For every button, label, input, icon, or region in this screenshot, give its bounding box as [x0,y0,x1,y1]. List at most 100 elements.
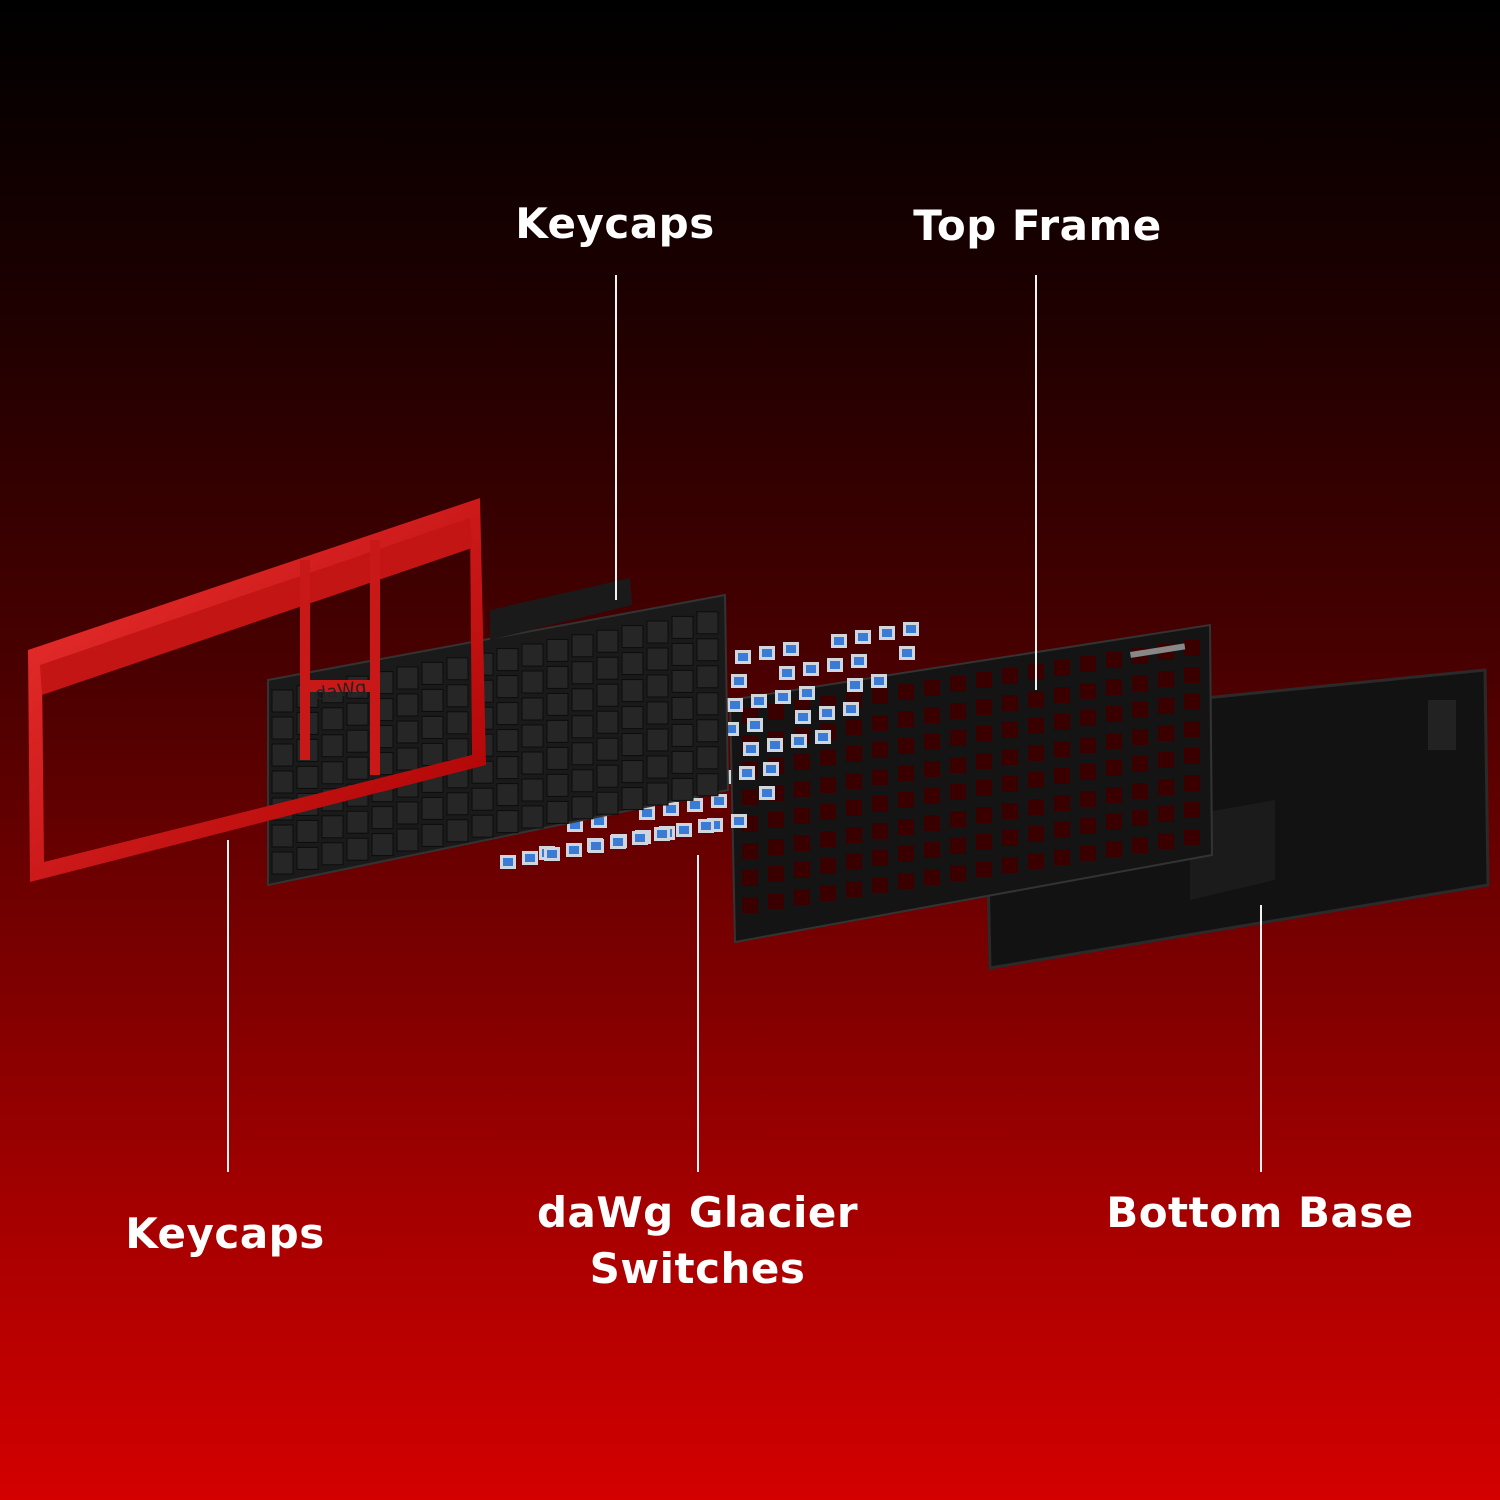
keycap [546,746,569,770]
keycap [446,657,469,681]
keycap [646,620,669,644]
keycap [596,683,619,707]
keycap [396,828,419,852]
label-top-frame: Top Frame [913,201,1162,250]
keycap [271,770,294,794]
switch-stem [778,693,788,701]
keycap [671,642,694,666]
keycap [696,773,719,797]
red-frame-part: daWg [28,498,486,882]
plate-hole [768,839,784,855]
switch-stem [701,822,711,830]
plate-hole [1080,791,1096,807]
plate-hole [1106,841,1122,857]
plate-hole [1002,857,1018,873]
plate-hole [1184,667,1200,683]
keycap [646,647,669,671]
plate-hole [872,877,888,893]
keycap [496,702,519,726]
keycap [396,747,419,771]
keycap [296,819,319,843]
leader-line-bottom-base [1260,905,1262,1172]
keycap [471,814,494,838]
plate-hole [820,885,836,901]
keycap [371,833,394,857]
switch-stem [806,665,816,673]
keycap [521,751,544,775]
keycap [321,707,344,731]
plate-hole [1106,814,1122,830]
plate-hole [1028,691,1044,707]
plate-hole [1054,768,1070,784]
keycap [271,743,294,767]
switch-stem [818,733,828,741]
plate-hole [976,753,992,769]
plate-hole [1158,779,1174,795]
label-keycaps-bottom: Keycaps [125,1209,325,1258]
keycap [446,792,469,816]
keycap [446,684,469,708]
keycap [571,688,594,712]
plate-hole [898,711,914,727]
keycap [621,625,644,649]
keycap [521,670,544,694]
label-keycaps-top: Keycaps [515,199,715,248]
plate-hole [794,781,810,797]
switch-stem [635,834,645,842]
plate-hole [820,831,836,847]
plate-hole [1080,818,1096,834]
keycap [571,634,594,658]
keycap [271,716,294,740]
label-bottom-base: Bottom Base [1106,1188,1414,1237]
keycap [546,800,569,824]
leader-line-keycaps-bottom [227,840,229,1172]
keycap [546,719,569,743]
plate-hole [976,807,992,823]
plate-hole [1080,737,1096,753]
switch-stem [730,701,740,709]
switch-stem [734,817,744,825]
plate-hole [794,808,810,824]
plate-hole [1132,729,1148,745]
keycap [546,692,569,716]
plate-hole [1184,775,1200,791]
keycap [496,756,519,780]
plate-hole [1002,830,1018,846]
label-switches: daWg Glacier Switches [520,1185,875,1297]
plate-hole [1158,671,1174,687]
plate-hole [924,680,940,696]
plate-hole [1028,826,1044,842]
keycap [421,715,444,739]
plate-hole [794,889,810,905]
plate-hole [1132,756,1148,772]
switch-stem [570,821,580,829]
plate-hole [1054,849,1070,865]
plate-hole [950,784,966,800]
plate-hole [1080,656,1096,672]
switch-stem [714,797,724,805]
plate-hole [1132,675,1148,691]
plate-hole [1080,710,1096,726]
plate-hole [898,738,914,754]
switch-stem [666,805,676,813]
plate-hole [1106,733,1122,749]
switch-stem [858,633,868,641]
plate-hole [742,870,758,886]
switch-stem [591,842,601,850]
plate-hole [1054,795,1070,811]
plate-hole [1132,783,1148,799]
switch-stem [690,801,700,809]
keycap [346,702,369,726]
keycap [346,810,369,834]
keycap [621,760,644,784]
switch-stem [830,661,840,669]
plate-hole [1184,748,1200,764]
keycap [421,661,444,685]
keycap [646,701,669,725]
plate-hole [1158,833,1174,849]
plate-hole [1002,776,1018,792]
leader-line-top-frame [1035,275,1037,690]
switch-stem [594,817,604,825]
switch-stem [906,625,916,633]
label-switches-line2: Switches [589,1244,806,1293]
